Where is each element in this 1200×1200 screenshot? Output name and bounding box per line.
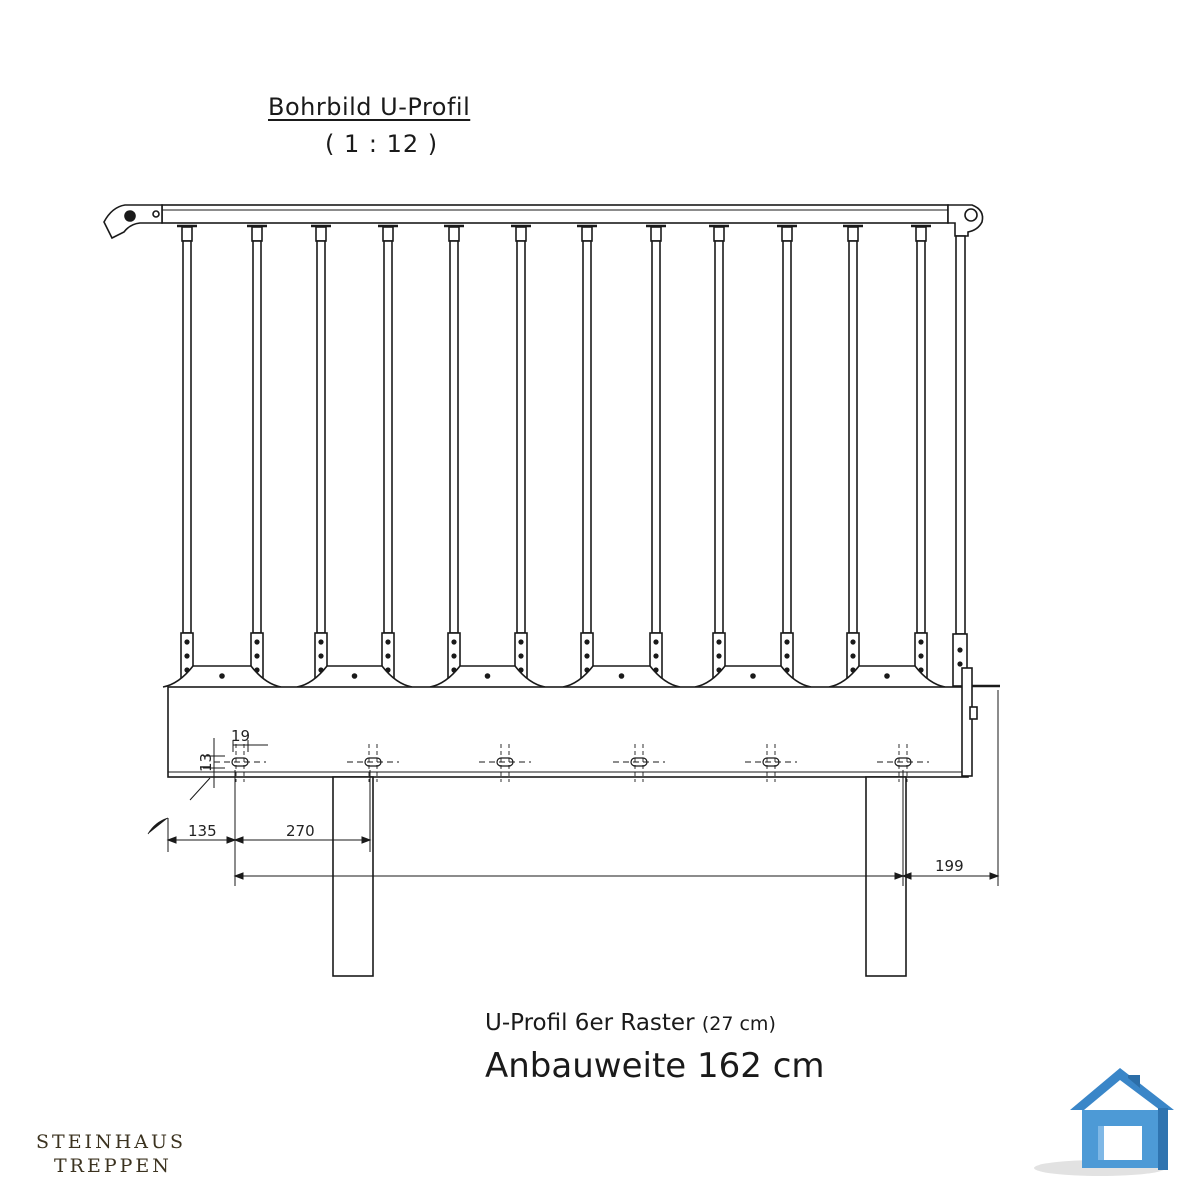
baluster-bracket (162, 665, 282, 688)
end-plate (961, 667, 973, 777)
baluster (777, 224, 797, 688)
caption-raster: U-Profil 6er Raster (27 cm) (485, 1010, 776, 1036)
baluster-bracket (694, 665, 812, 688)
brand-line-1: STEINHAUS (36, 1131, 187, 1153)
drawing-title: Bohrbild U-Profil (268, 93, 471, 121)
baluster (311, 224, 331, 688)
baluster (843, 224, 863, 688)
caption-width: Anbauweite 162 cm (485, 1046, 825, 1086)
caption-raster-spacing: (27 cm) (701, 1013, 776, 1035)
drill-hole (214, 744, 266, 782)
dim-label-hole-spacing: 270 (286, 822, 315, 840)
drill-holes (214, 744, 929, 782)
drawing-scale: ( 1 : 12 ) (325, 130, 439, 158)
drill-hole (877, 744, 929, 782)
dim-label-edge-offset: 135 (188, 822, 217, 840)
baluster-bracket (429, 665, 546, 688)
brand-line-2: TREPPEN (54, 1155, 172, 1177)
house-icon (1034, 1068, 1174, 1176)
baluster (177, 224, 197, 688)
baluster (709, 224, 729, 688)
dim-label-hole-height: 13 (197, 753, 215, 772)
dim-label-hole-width: 19 (231, 727, 250, 745)
baluster-bracket (828, 665, 946, 688)
end-post (955, 235, 966, 635)
handrail-end-right (947, 204, 984, 237)
baluster (247, 224, 267, 688)
caption-raster-main: U-Profil 6er Raster (485, 1010, 695, 1036)
dimension-lines (147, 690, 1000, 886)
drill-hole (479, 744, 531, 782)
railing (103, 204, 984, 688)
drill-hole (347, 744, 399, 782)
handrail-end-left (103, 204, 163, 240)
baluster (911, 224, 931, 688)
baluster-bracket (562, 665, 681, 688)
drill-hole (745, 744, 797, 782)
baluster (378, 224, 398, 688)
brand-logo: STEINHAUS TREPPEN (36, 1130, 186, 1178)
baluster (577, 224, 597, 688)
u-profile-body (167, 686, 969, 778)
baluster (444, 224, 464, 688)
baluster-bracket (296, 665, 413, 688)
handrail (161, 204, 949, 224)
baluster (511, 224, 531, 688)
dim-label-end-offset: 199 (935, 857, 964, 875)
baluster (646, 224, 666, 688)
drill-hole (613, 744, 665, 782)
